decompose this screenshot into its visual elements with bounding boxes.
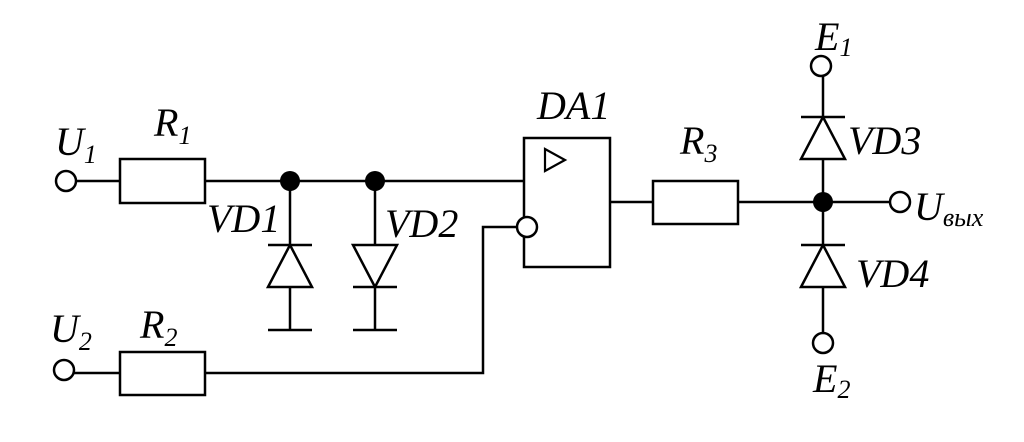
junction-node-output: [813, 192, 833, 212]
label-r1: R1: [153, 100, 191, 150]
diode-vd2-triangle: [350, 243, 400, 290]
label-u2: U2: [50, 306, 92, 356]
label-e2: E2: [812, 356, 850, 404]
label-vd2: VD2: [385, 201, 458, 246]
junction-node-vd1: [280, 171, 300, 191]
diode-vd2: [350, 243, 400, 290]
resistor-r2: [118, 350, 207, 397]
terminal-output: [888, 190, 912, 214]
diode-vd1-triangle: [265, 242, 315, 289]
label-da1: DA1: [536, 83, 610, 128]
wire-r2-da1-inverting: [205, 225, 516, 375]
amplifier-triangle-icon: [543, 147, 568, 173]
label-output: Uвых: [914, 184, 984, 232]
terminal-u1: [54, 169, 78, 193]
label-vd3: VD3: [848, 118, 921, 163]
label-e1: E1: [814, 14, 852, 62]
inverting-input-circle: [515, 215, 539, 239]
terminal-e1: [809, 54, 833, 78]
diode-vd3-triangle: [798, 114, 848, 161]
resistor-r1: [118, 157, 207, 205]
resistor-r3: [651, 179, 740, 226]
label-u1: U1: [55, 119, 97, 169]
junction-node-vd2: [365, 171, 385, 191]
label-vd4: VD4: [856, 251, 929, 296]
diode-vd3: [798, 114, 848, 161]
diode-vd4: [798, 242, 848, 289]
opamp-da1: [522, 136, 612, 269]
diode-vd4-triangle: [798, 242, 848, 289]
diode-vd1: [265, 242, 315, 289]
terminal-e2: [811, 331, 835, 355]
wires: [74, 76, 890, 375]
terminal-u2: [52, 358, 76, 382]
label-vd1: VD1: [207, 196, 280, 241]
label-r2: R2: [139, 302, 177, 352]
label-r3: R3: [679, 118, 717, 168]
